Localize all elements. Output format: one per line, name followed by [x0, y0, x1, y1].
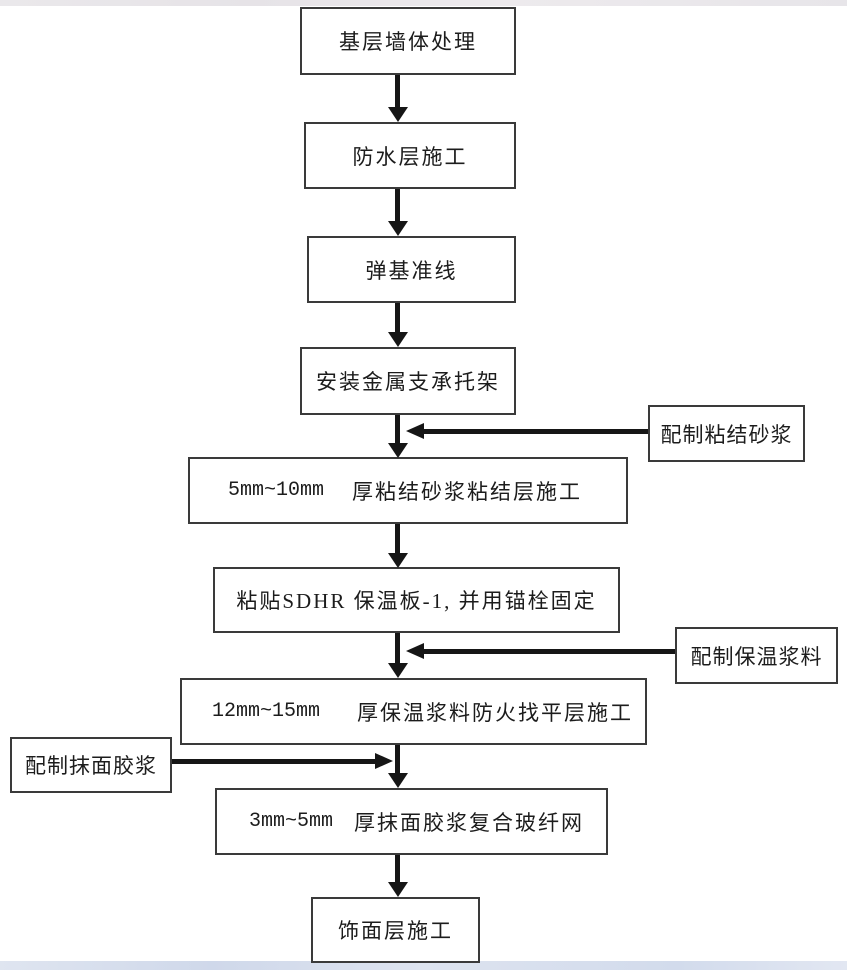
flow-step-8: 3mm~5mm 厚抹面胶浆复合玻纤网	[215, 788, 608, 855]
arrow-down-1-shaft	[395, 75, 400, 108]
flow-step-2: 防水层施工	[304, 122, 516, 189]
arrow-bonding-mortar-shaft	[424, 429, 648, 434]
scan-artifact-bottom-band	[0, 961, 847, 970]
flow-step-9-label: 饰面层施工	[338, 919, 453, 943]
arrow-down-5-shaft	[395, 524, 400, 554]
arrow-plaster-adhesive-shaft	[172, 759, 375, 764]
flow-step-7-thickness: 12mm~15mm	[212, 700, 321, 723]
arrow-plaster-adhesive-head	[375, 753, 393, 769]
flow-step-1: 基层墙体处理	[300, 7, 516, 75]
arrow-insulation-slurry-shaft	[424, 649, 675, 654]
flow-step-7: 12mm~15mm 厚保温浆料防火找平层施工	[180, 678, 647, 745]
arrow-down-4-shaft	[395, 415, 400, 444]
flow-step-3: 弹基准线	[307, 236, 516, 303]
arrow-down-4-head	[388, 443, 408, 458]
flow-step-5-label: 厚粘结砂浆粘结层施工	[352, 479, 582, 504]
flow-step-7-label: 厚保温浆料防火找平层施工	[357, 700, 633, 725]
arrow-down-8-shaft	[395, 855, 400, 883]
side-input-bonding-mortar-label: 配制粘结砂浆	[660, 422, 793, 447]
flow-step-4: 安装金属支承托架	[300, 347, 516, 415]
arrow-down-8-head	[388, 882, 408, 897]
arrow-down-7-shaft	[395, 745, 400, 774]
arrow-down-5-head	[388, 553, 408, 568]
flow-step-5-thickness: 5mm~10mm	[228, 479, 325, 502]
arrow-down-6-shaft	[395, 633, 400, 664]
arrow-down-6-head	[388, 663, 408, 678]
flow-step-3-label: 弹基准线	[365, 258, 458, 283]
side-input-insulation-slurry: 配制保温浆料	[675, 627, 838, 684]
arrow-down-1-head	[388, 107, 408, 122]
side-input-plaster-adhesive: 配制抹面胶浆	[10, 737, 172, 793]
arrow-down-2-shaft	[395, 189, 400, 222]
arrow-insulation-slurry-head	[406, 643, 424, 659]
flow-step-4-label: 安装金属支承托架	[316, 370, 500, 394]
side-input-bonding-mortar: 配制粘结砂浆	[648, 405, 805, 462]
flow-step-1-label: 基层墙体处理	[339, 30, 477, 54]
flow-step-6: 粘贴SDHR 保温板-1, 并用锚栓固定	[213, 567, 620, 633]
arrow-down-7-head	[388, 773, 408, 788]
flow-step-6-label: 粘贴SDHR 保温板-1, 并用锚栓固定	[236, 589, 597, 613]
flow-step-9: 饰面层施工	[311, 897, 480, 963]
flow-step-8-thickness: 3mm~5mm	[249, 810, 334, 833]
side-input-plaster-adhesive-label: 配制抹面胶浆	[25, 754, 157, 778]
arrow-down-2-head	[388, 221, 408, 236]
flow-step-2-label: 防水层施工	[352, 144, 468, 169]
scan-artifact-top-band	[0, 0, 847, 6]
flow-step-5: 5mm~10mm 厚粘结砂浆粘结层施工	[188, 457, 628, 524]
side-input-insulation-slurry-label: 配制保温浆料	[690, 644, 823, 669]
flow-step-8-label: 厚抹面胶浆复合玻纤网	[354, 810, 584, 835]
arrow-bonding-mortar-head	[406, 423, 424, 439]
arrow-down-3-shaft	[395, 303, 400, 333]
arrow-down-3-head	[388, 332, 408, 347]
